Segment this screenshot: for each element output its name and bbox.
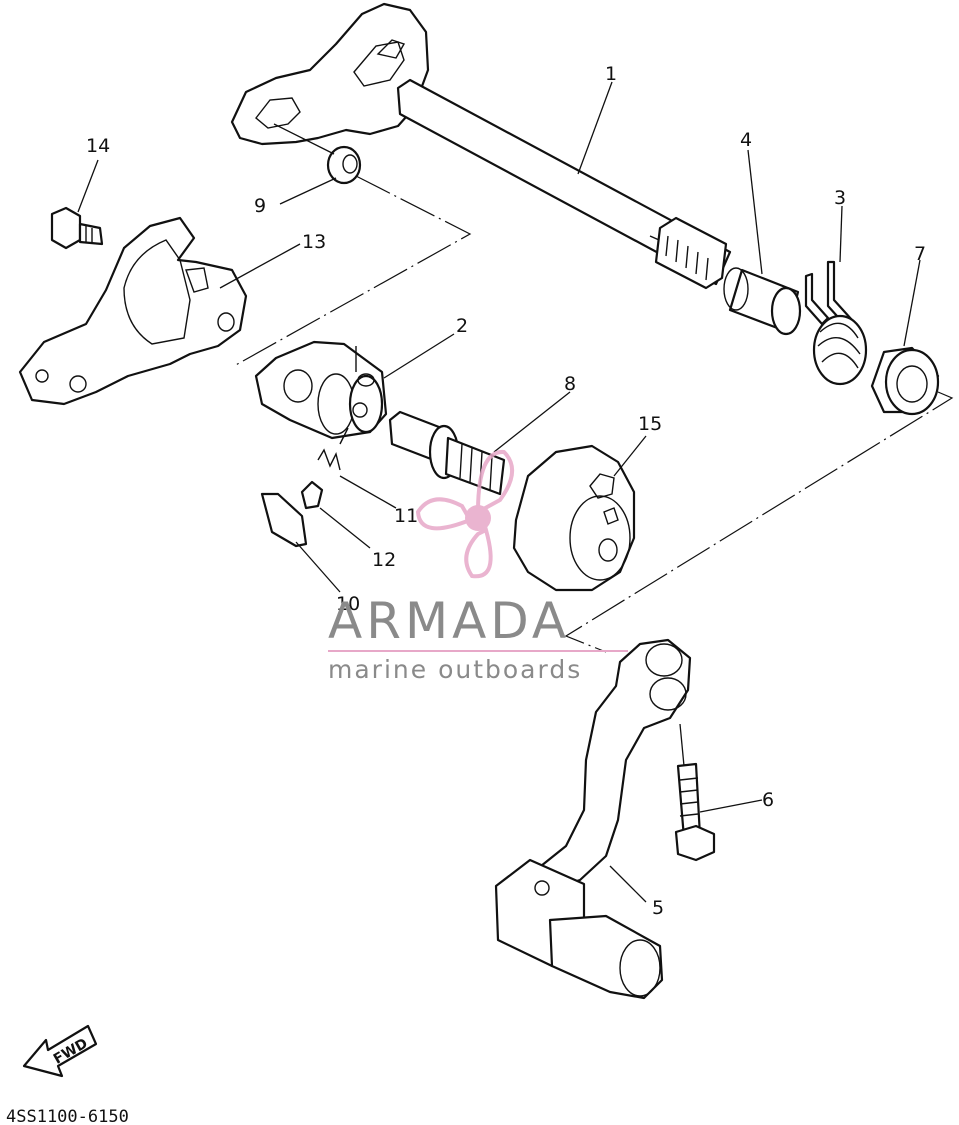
logo-blade-right [464,527,493,579]
logo-blade-left [415,497,473,531]
callout-12: 12 [372,549,396,571]
callout-5: 5 [652,897,664,919]
part-13-stopper-lever [18,216,248,406]
part-9-washer [326,145,362,185]
callout-1: 1 [605,63,617,85]
part-6-bolt [674,762,716,862]
callout-labels: 1 2 3 4 5 6 7 8 9 10 11 12 13 14 15 [86,63,926,919]
callout-13: 13 [302,231,326,253]
watermark: ARMADA marine outboards [328,592,628,684]
fwd-arrow-icon: FWD [22,1024,98,1078]
part-11-spring [317,448,341,471]
part-7-oil-seal [870,346,940,416]
callout-15: 15 [638,413,662,435]
logo-blade-top [475,450,514,516]
part-15-shift-drum-segment [512,444,636,592]
assembly-alignment-lines [233,123,954,767]
part-14-bolt [50,206,104,250]
part-3-spring [804,260,868,386]
callout-8: 8 [564,373,576,395]
callout-7: 7 [914,243,926,265]
watermark-subtitle: marine outboards [328,655,582,684]
callout-2: 2 [456,315,468,337]
part-8-shaft-bolt [388,410,506,496]
callout-3: 3 [834,187,846,209]
part-10-plate [260,492,308,548]
callout-10: 10 [336,593,360,615]
callout-9: 9 [254,195,266,217]
callout-leaders [77,81,921,903]
callout-4: 4 [740,129,752,151]
watermark-title: ARMADA [328,592,570,650]
part-1-shift-shaft [230,2,732,290]
part-12-pin [300,480,324,510]
part-4-bushing [723,267,802,336]
part-5-shift-pedal [494,638,692,1000]
propeller-logo-icon [415,450,514,579]
callout-6: 6 [762,789,774,811]
part-2-shift-guide [254,340,388,445]
callout-14: 14 [86,135,110,157]
logo-hub [465,505,491,531]
callout-11: 11 [394,505,418,527]
diagram-code: 4SS1100-6150 [6,1107,129,1125]
